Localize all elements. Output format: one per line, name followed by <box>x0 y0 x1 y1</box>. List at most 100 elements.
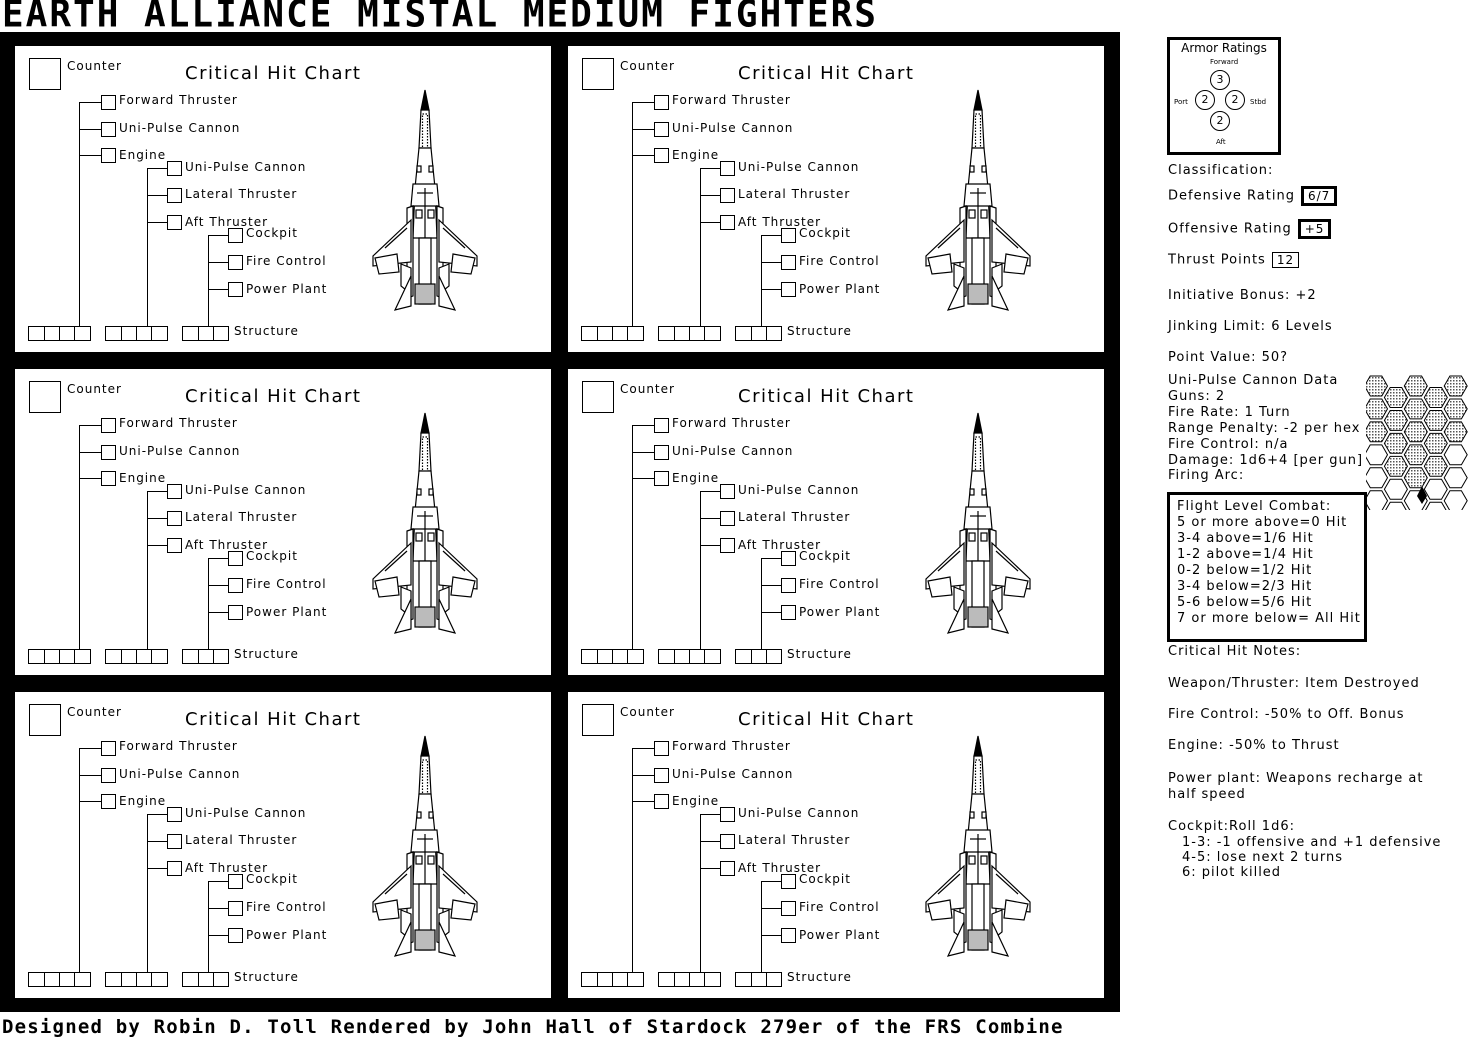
armor-port-label: Port <box>1174 98 1188 106</box>
tree-line <box>700 545 720 546</box>
checkbox-forward-thruster[interactable] <box>654 95 669 110</box>
checkbox-aft-thruster[interactable] <box>167 861 182 876</box>
point-value: Point Value: 50? <box>1168 350 1289 365</box>
checkbox-uni-pulse-cannon-2[interactable] <box>167 484 182 499</box>
checkbox-forward-thruster[interactable] <box>101 741 116 756</box>
checkbox-uni-pulse-cannon[interactable] <box>654 768 669 783</box>
checkbox-fire-control[interactable] <box>781 901 796 916</box>
tree-line <box>147 491 148 662</box>
counter-checkbox[interactable] <box>29 58 61 90</box>
hex-cell <box>1423 455 1448 477</box>
checkbox-forward-thruster[interactable] <box>654 418 669 433</box>
checkbox-cockpit[interactable] <box>781 228 796 243</box>
label-uni-pulse-cannon: Uni-Pulse Cannon <box>119 767 241 781</box>
checkbox-aft-thruster[interactable] <box>720 215 735 230</box>
checkbox-lateral-thruster[interactable] <box>720 511 735 526</box>
checkbox-uni-pulse-cannon[interactable] <box>654 122 669 137</box>
checkbox-forward-thruster[interactable] <box>101 418 116 433</box>
checkbox-aft-thruster[interactable] <box>167 538 182 553</box>
structure-boxes-1[interactable] <box>581 972 644 987</box>
structure-boxes-3[interactable] <box>735 972 782 987</box>
checkbox-uni-pulse-cannon[interactable] <box>654 445 669 460</box>
checkbox-aft-thruster[interactable] <box>720 538 735 553</box>
structure-boxes-2[interactable] <box>658 326 721 341</box>
checkbox-aft-thruster[interactable] <box>720 861 735 876</box>
hex-cell <box>1383 478 1408 500</box>
counter-checkbox[interactable] <box>582 704 614 736</box>
checkbox-uni-pulse-cannon[interactable] <box>101 768 116 783</box>
tree-line <box>79 748 80 985</box>
checkbox-lateral-thruster[interactable] <box>167 188 182 203</box>
checkbox-engine[interactable] <box>654 148 669 163</box>
counter-checkbox[interactable] <box>29 381 61 413</box>
tree-line <box>700 841 720 842</box>
checkbox-cockpit[interactable] <box>781 551 796 566</box>
structure-boxes-2[interactable] <box>105 326 168 341</box>
checkbox-forward-thruster[interactable] <box>101 95 116 110</box>
structure-boxes-1[interactable] <box>28 972 91 987</box>
checkbox-power-plant[interactable] <box>228 928 243 943</box>
tree-line <box>79 478 101 479</box>
fighter-icon <box>925 412 1031 634</box>
structure-boxes-2[interactable] <box>105 649 168 664</box>
structure-boxes-3[interactable] <box>182 649 229 664</box>
checkbox-engine[interactable] <box>654 794 669 809</box>
checkbox-uni-pulse-cannon-2[interactable] <box>720 161 735 176</box>
checkbox-forward-thruster[interactable] <box>654 741 669 756</box>
counter-label: Counter <box>67 705 122 719</box>
structure-boxes-3[interactable] <box>735 326 782 341</box>
checkbox-lateral-thruster[interactable] <box>167 834 182 849</box>
checkbox-uni-pulse-cannon[interactable] <box>101 445 116 460</box>
checkbox-uni-pulse-cannon-2[interactable] <box>167 161 182 176</box>
checkbox-power-plant[interactable] <box>228 282 243 297</box>
checkbox-fire-control[interactable] <box>228 578 243 593</box>
checkbox-lateral-thruster[interactable] <box>720 188 735 203</box>
structure-boxes-3[interactable] <box>182 972 229 987</box>
tree-line <box>79 425 101 426</box>
checkbox-uni-pulse-cannon-2[interactable] <box>720 807 735 822</box>
checkbox-cockpit[interactable] <box>781 874 796 889</box>
checkbox-lateral-thruster[interactable] <box>720 834 735 849</box>
checkbox-engine[interactable] <box>101 148 116 163</box>
note-cockpit-1: 1-3: -1 offensive and +1 defensive <box>1182 835 1442 850</box>
structure-boxes-1[interactable] <box>28 649 91 664</box>
checkbox-power-plant[interactable] <box>781 605 796 620</box>
checkbox-fire-control[interactable] <box>228 901 243 916</box>
checkbox-uni-pulse-cannon-2[interactable] <box>720 484 735 499</box>
structure-boxes-1[interactable] <box>28 326 91 341</box>
structure-boxes-1[interactable] <box>581 326 644 341</box>
tree-line <box>79 748 101 749</box>
label-fire-control: Fire Control <box>799 900 880 914</box>
checkbox-fire-control[interactable] <box>228 255 243 270</box>
hex-cell <box>1366 375 1389 397</box>
checkbox-power-plant[interactable] <box>781 928 796 943</box>
structure-boxes-2[interactable] <box>105 972 168 987</box>
checkbox-uni-pulse-cannon-2[interactable] <box>167 807 182 822</box>
structure-boxes-2[interactable] <box>658 972 721 987</box>
checkbox-cockpit[interactable] <box>228 228 243 243</box>
checkbox-engine[interactable] <box>654 471 669 486</box>
checkbox-lateral-thruster[interactable] <box>167 511 182 526</box>
label-power-plant: Power Plant <box>799 282 881 296</box>
checkbox-fire-control[interactable] <box>781 578 796 593</box>
checkbox-uni-pulse-cannon[interactable] <box>101 122 116 137</box>
label-uni-pulse-cannon-2: Uni-Pulse Cannon <box>738 160 860 174</box>
checkbox-engine[interactable] <box>101 471 116 486</box>
checkbox-aft-thruster[interactable] <box>167 215 182 230</box>
structure-boxes-1[interactable] <box>581 649 644 664</box>
counter-checkbox[interactable] <box>582 381 614 413</box>
checkbox-fire-control[interactable] <box>781 255 796 270</box>
structure-boxes-2[interactable] <box>658 649 721 664</box>
checkbox-cockpit[interactable] <box>228 874 243 889</box>
checkbox-cockpit[interactable] <box>228 551 243 566</box>
counter-checkbox[interactable] <box>29 704 61 736</box>
checkbox-power-plant[interactable] <box>781 282 796 297</box>
counter-checkbox[interactable] <box>582 58 614 90</box>
structure-boxes-3[interactable] <box>182 326 229 341</box>
checkbox-engine[interactable] <box>101 794 116 809</box>
checkbox-power-plant[interactable] <box>228 605 243 620</box>
structure-boxes-3[interactable] <box>735 649 782 664</box>
armor-stbd-label: Stbd <box>1250 98 1267 106</box>
label-cockpit: Cockpit <box>246 872 298 886</box>
